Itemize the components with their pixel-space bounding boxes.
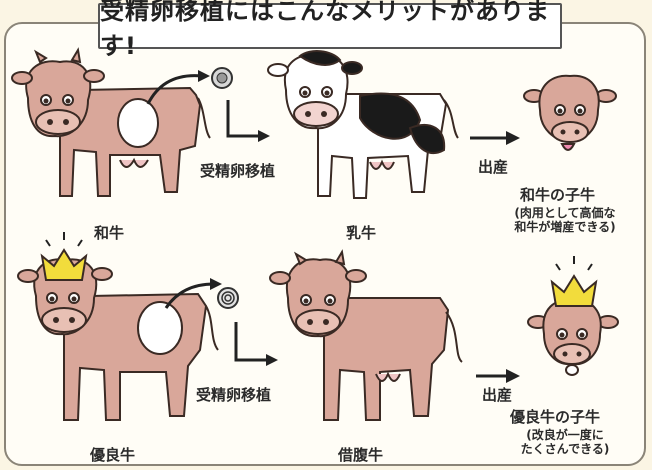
recipient-label-surrogate: 借腹牛 (338, 446, 384, 464)
calf-note-wagyu: (肉用として高価な 和牛が増産できる) (500, 206, 630, 234)
embryo-icon (211, 67, 233, 89)
surrogate-cow (269, 249, 463, 421)
transfer-label: 受精卵移植 (196, 386, 272, 404)
arrow-head-icon (266, 354, 278, 366)
calf-note-line: たくさんできる) (520, 442, 610, 456)
birth-label: 出産 (482, 386, 513, 404)
embryo-icon (217, 287, 239, 309)
arrow-head-icon (506, 369, 520, 383)
calf-note-superior: (改良が一度に たくさんできる) (500, 428, 630, 456)
crown-icon (550, 256, 598, 307)
transfer-label: 受精卵移植 (200, 162, 276, 180)
birth-label: 出産 (478, 158, 509, 176)
l-arrow-icon (234, 322, 270, 362)
superior-calf-head (527, 298, 619, 376)
calf-note-line: (改良が一度に (526, 428, 604, 442)
curved-arrow-icon (164, 282, 215, 309)
calf-label-superior: 優良牛の子牛 (510, 408, 601, 426)
calf-label-wagyu: 和牛の子牛 (520, 186, 596, 204)
superior-cow (17, 258, 219, 421)
title-banner: 受精卵移植にはこんなメリットがあります! (98, 0, 562, 60)
wagyu-calf-head (523, 74, 617, 151)
page-title: 受精卵移植にはこんなメリットがあります! (100, 0, 550, 60)
donor-label-superior: 優良牛 (90, 446, 136, 464)
recipient-label-dairy: 乳牛 (346, 224, 377, 242)
curved-arrow-icon (146, 74, 203, 105)
wagyu-cow (11, 47, 211, 197)
crown-icon (40, 232, 88, 281)
arrow-head-icon (210, 278, 222, 290)
donor-label-wagyu: 和牛 (94, 224, 125, 242)
arrow-head-icon (506, 131, 520, 145)
calf-note-line: (肉用として高価な (514, 206, 616, 220)
holstein-cow (267, 50, 459, 199)
calf-note-line: 和牛が増産できる) (514, 220, 616, 234)
l-arrow-icon (226, 100, 262, 138)
arrow-head-icon (258, 130, 270, 142)
arrow-head-icon (198, 70, 210, 82)
